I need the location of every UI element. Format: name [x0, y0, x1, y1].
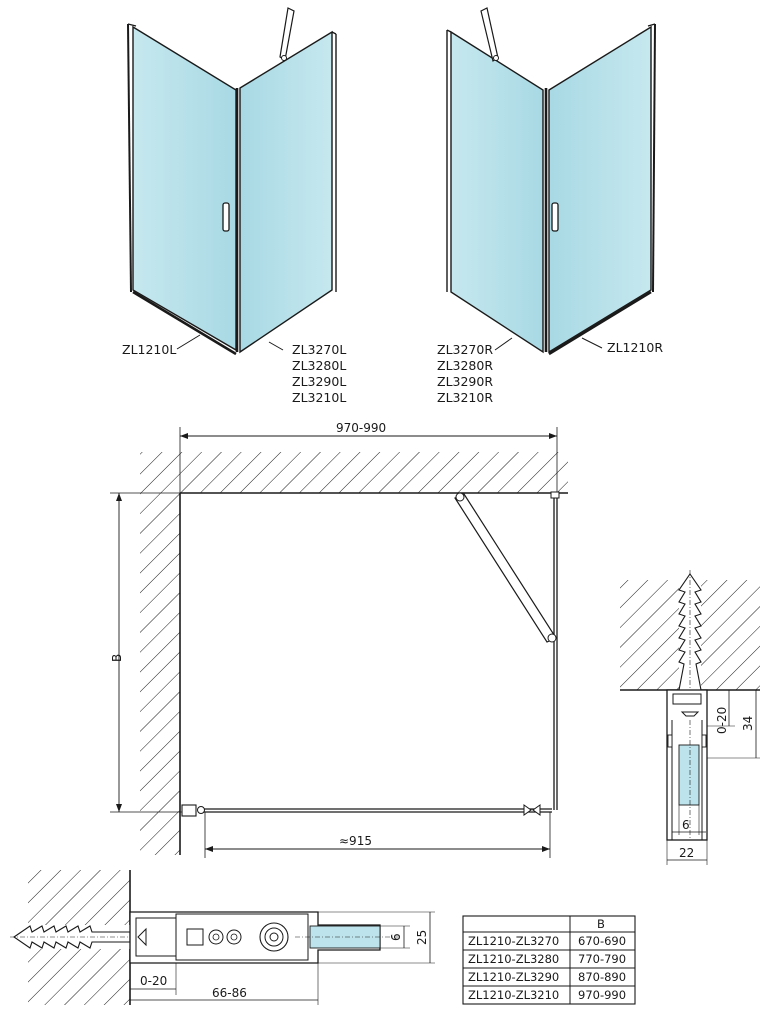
left-view-side-part-label: ZL1210L [122, 342, 176, 357]
size-table-row-4-b: 970-990 [578, 988, 626, 1002]
right-view-door-part-label-3: ZL3290R [437, 374, 493, 389]
bottom-dim-height: 25 [415, 930, 429, 945]
bottom-dim-width: 66-86 [212, 986, 247, 1000]
left-view-door-part-label-4: ZL3210L [292, 390, 346, 405]
size-table-row-2-model: ZL1210-ZL3280 [468, 952, 559, 966]
bottom-dim-adjust: 0-20 [140, 974, 167, 988]
plan-view: 970-990 B ≈915 [110, 421, 568, 858]
plan-depth-dimension-label: B [110, 654, 124, 662]
left-isometric-view: ZL1210L ZL3270L ZL3280L ZL3290L ZL3210L [122, 7, 346, 405]
left-view-wall-profile [127, 23, 132, 293]
right-view-door-glass [450, 30, 544, 354]
plan-width-dimension-label: 970-990 [336, 421, 386, 435]
bottom-detail-hole-icon [208, 929, 224, 945]
right-view-door-part-label-1: ZL3270R [437, 342, 493, 357]
size-table-row-3-b: 870-890 [578, 970, 626, 984]
profile-dim-adjust: 0-20 [715, 707, 729, 734]
left-view-door-part-label-1: ZL3270L [292, 342, 346, 357]
left-view-door-part-label-2: ZL3280L [292, 358, 346, 373]
size-table-row-3-model: ZL1210-ZL3290 [468, 970, 559, 984]
bottom-detail: 6 25 0-20 66-86 [10, 870, 435, 1005]
size-table-row-1-model: ZL1210-ZL3270 [468, 934, 559, 948]
left-view-support-bar [279, 7, 295, 61]
plan-support-bar [454, 493, 557, 643]
bottom-detail-hole-icon-2 [226, 929, 242, 945]
profile-dim-glass: 6 [682, 818, 690, 832]
size-table-row-2-b: 770-790 [578, 952, 626, 966]
size-table-row-4-model: ZL1210-ZL3210 [468, 988, 559, 1002]
plan-wall-top-hatch [180, 452, 568, 493]
plan-wall-profile [181, 804, 197, 817]
left-view-handle-icon [222, 202, 230, 232]
left-view-door-part-label-3: ZL3290L [292, 374, 346, 389]
plan-wall-left-hatch [140, 452, 180, 855]
right-view-door-part-label-4: ZL3210R [437, 390, 493, 405]
profile-detail: 0-20 34 6 22 [620, 570, 760, 865]
right-view-side-part-label: ZL1210R [607, 340, 663, 355]
bottom-detail-hinge-icon [259, 922, 289, 952]
profile-dim-height: 34 [741, 716, 755, 731]
profile-glass-edge [678, 744, 700, 806]
left-view-door-glass [239, 30, 333, 354]
size-table-frame [462, 915, 636, 1005]
profile-dim-width: 22 [679, 846, 694, 860]
right-view-wall-profile [652, 23, 656, 293]
right-isometric-view: ZL3270R ZL3280R ZL3290R ZL3210R ZL1210R [437, 7, 663, 405]
size-table-header-b: B [597, 917, 605, 931]
right-view-side-glass [548, 25, 652, 354]
right-view-handle-icon [551, 202, 559, 232]
right-view-door-part-label-2: ZL3280R [437, 358, 493, 373]
size-table: B ZL1210-ZL3270 670-690 ZL1210-ZL3280 77… [462, 915, 636, 1005]
bottom-detail-square-icon [186, 928, 204, 946]
plan-opening-dimension-label: ≈915 [339, 834, 372, 848]
bottom-dim-glass: 6 [389, 933, 403, 941]
size-table-row-1-b: 670-690 [578, 934, 626, 948]
